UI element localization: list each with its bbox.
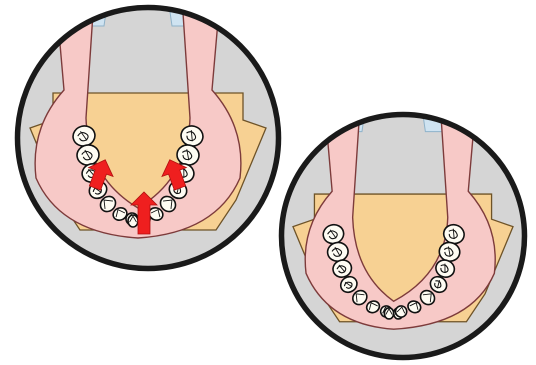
front-tooth xyxy=(384,308,393,319)
panel-after xyxy=(279,105,527,360)
panel-before xyxy=(15,0,281,271)
left-cap xyxy=(56,0,108,26)
front-tooth xyxy=(128,215,138,227)
